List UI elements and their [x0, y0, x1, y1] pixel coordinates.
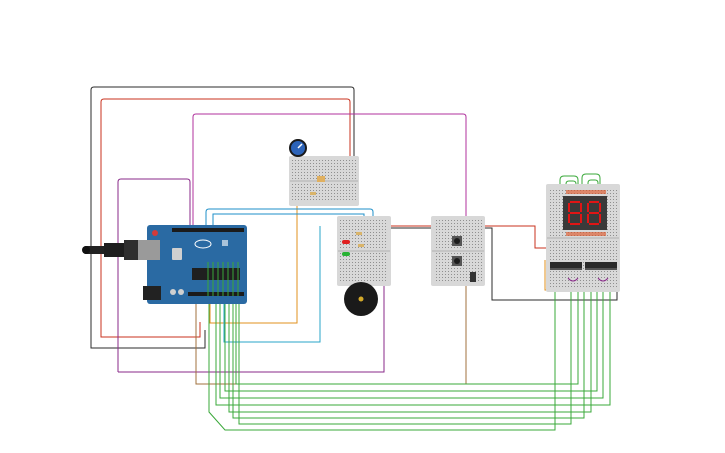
header-top — [172, 228, 244, 232]
potentiometer — [289, 139, 325, 182]
resistor-2 — [358, 244, 364, 247]
driver-chips — [550, 262, 617, 282]
wire-black-gnd — [90, 86, 355, 349]
usb-port — [138, 240, 160, 260]
usb-cable — [84, 246, 106, 254]
reset-button — [152, 230, 158, 236]
piezo-buzzer — [344, 282, 378, 316]
resistor-1 — [356, 232, 362, 235]
power-jack — [143, 286, 161, 300]
breadboard-buttons — [431, 216, 485, 286]
push-buttons — [452, 236, 476, 282]
led-red — [342, 240, 350, 244]
wire-blue-2 — [223, 226, 321, 343]
wire-blue-1 — [205, 208, 374, 232]
driver-chip-2 — [585, 262, 617, 270]
wires-green-bundle — [208, 173, 615, 431]
wire-magenta-top — [192, 113, 467, 232]
arduino-logo — [194, 239, 212, 249]
resistor-3 — [310, 192, 316, 195]
wire-orange-pot — [209, 185, 298, 324]
leds — [310, 192, 364, 256]
led-green — [342, 252, 350, 256]
arduino-board — [82, 225, 247, 304]
seven-segment-display — [563, 190, 607, 236]
driver-chip-1 — [550, 262, 582, 270]
header-bottom — [188, 292, 244, 296]
wire-purple-outer — [117, 178, 191, 372]
wire-red-5v — [100, 98, 351, 338]
breadboard-leds — [337, 216, 391, 286]
